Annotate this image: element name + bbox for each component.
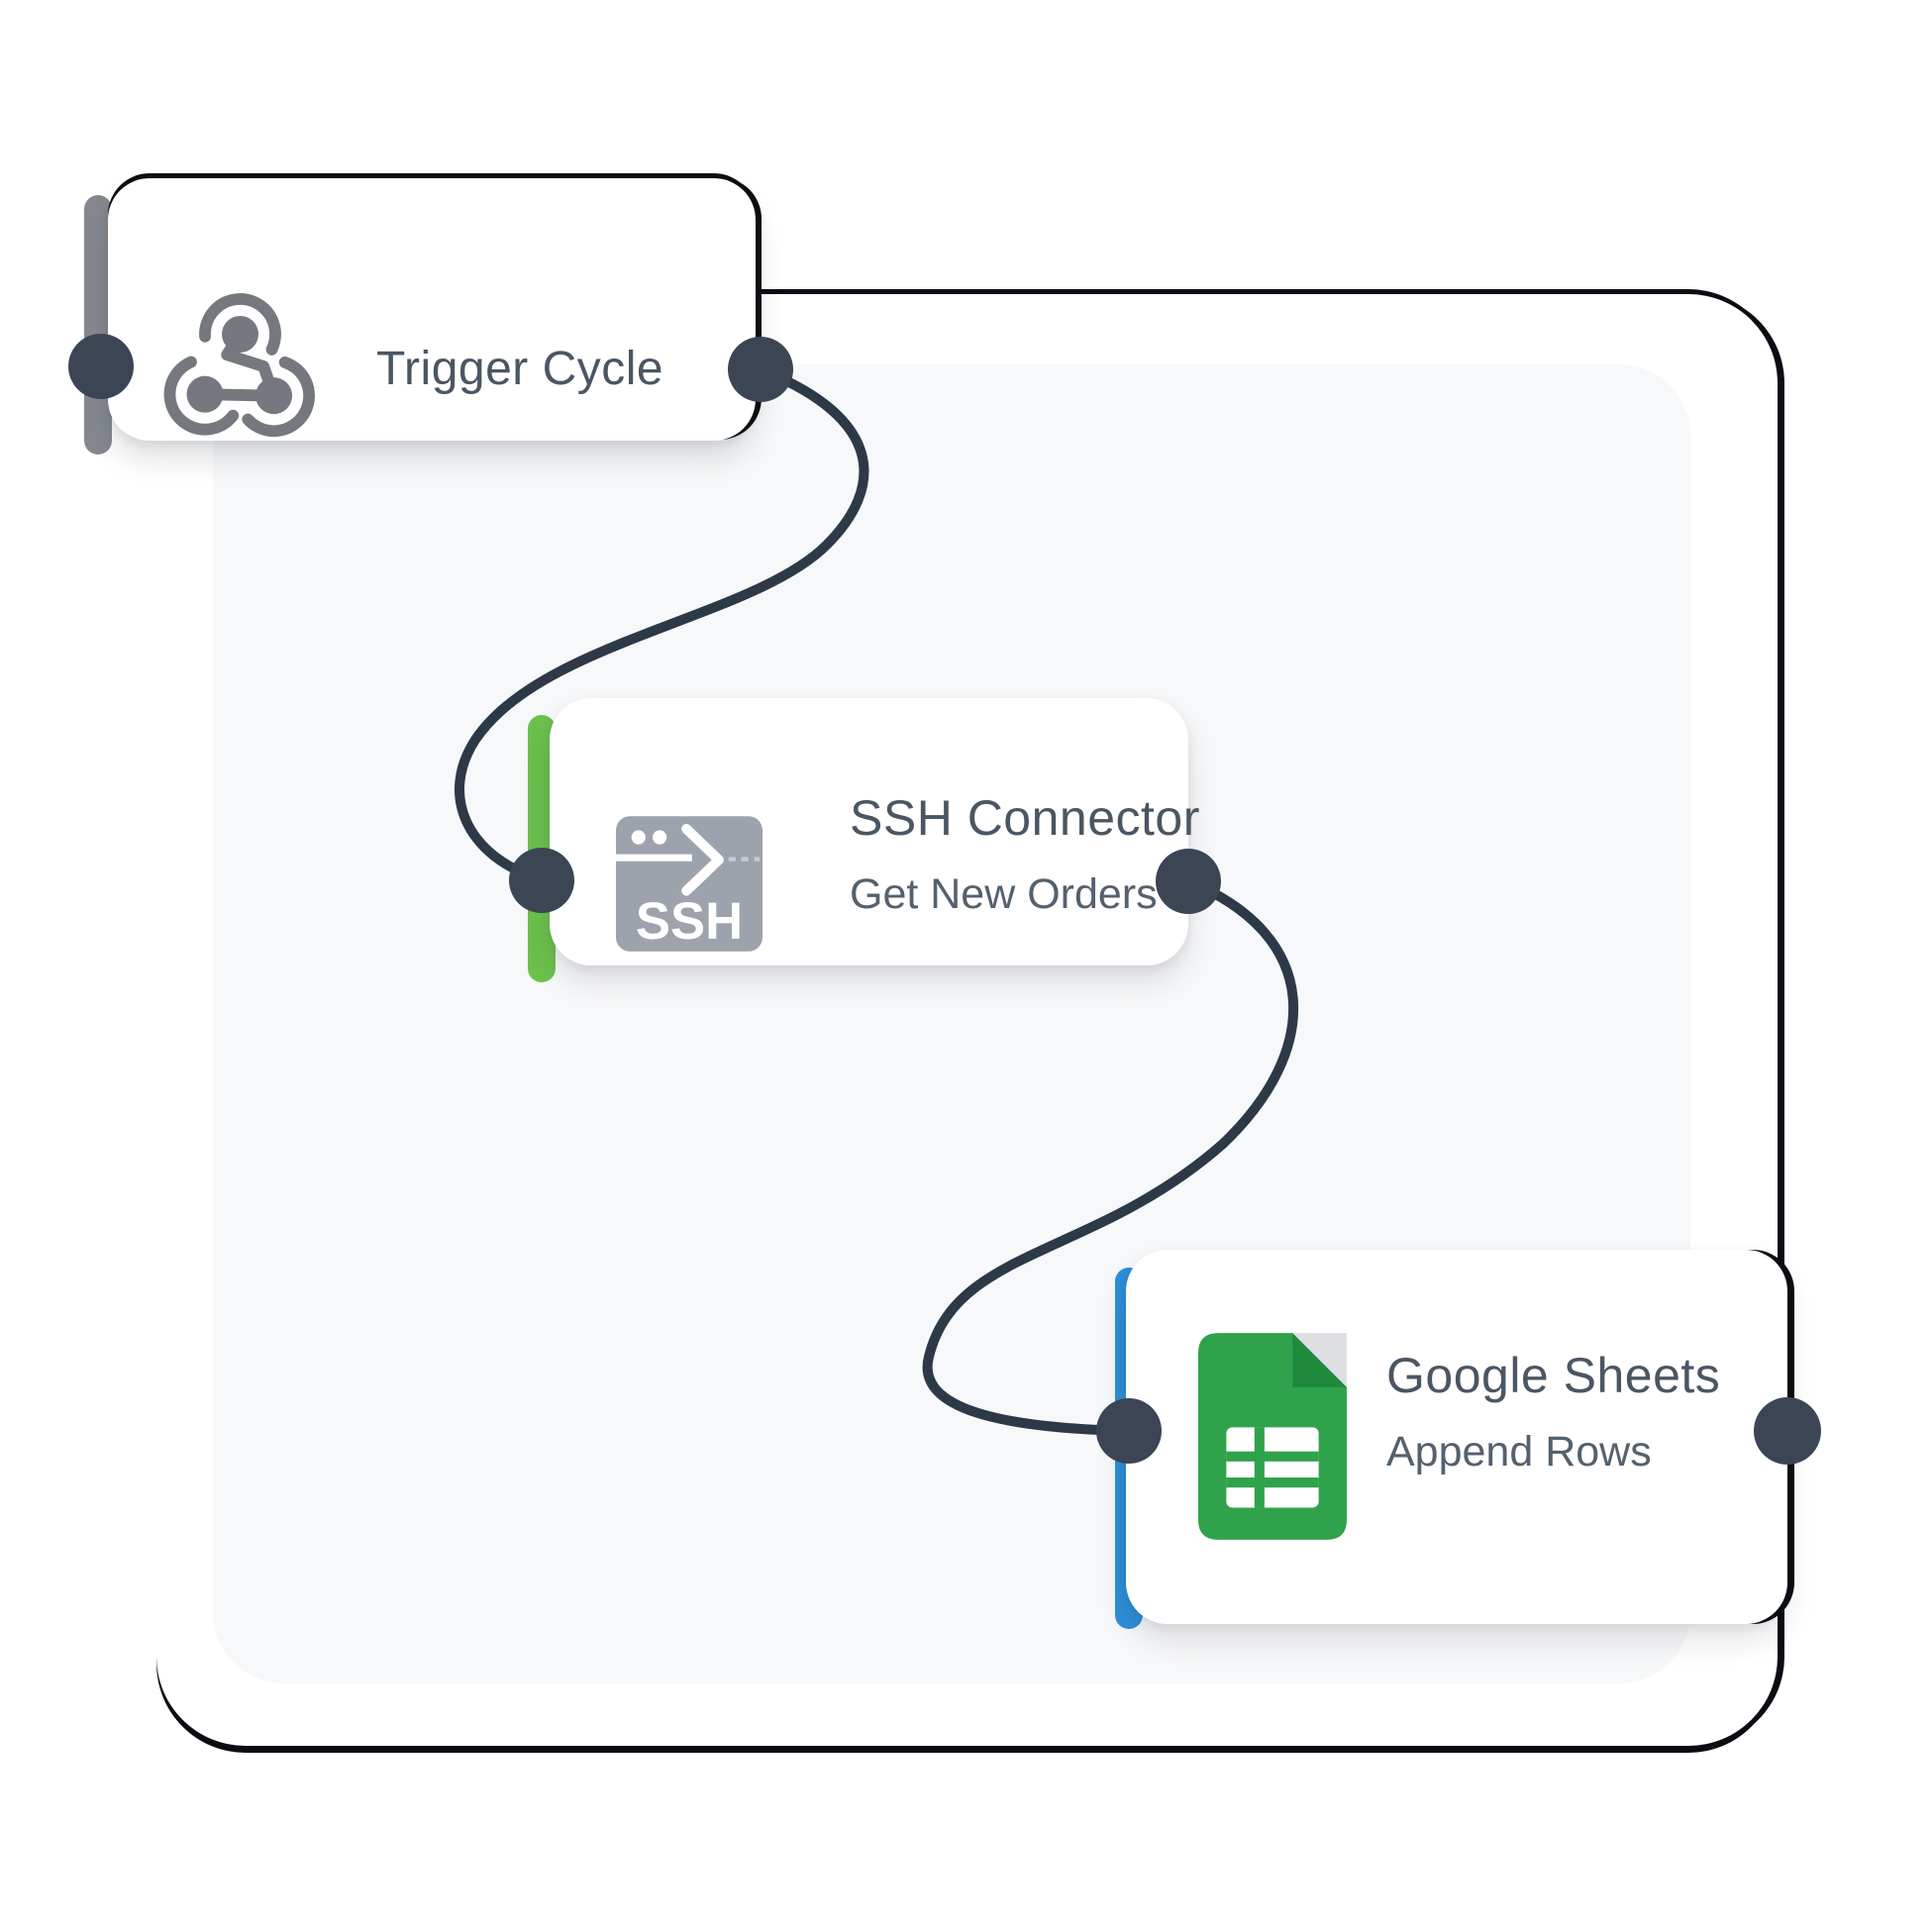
node-card-trigger-cycle[interactable]: Trigger Cycle [108,178,756,441]
node-subtitle: Append Rows [1386,1428,1652,1476]
node-title: SSH Connector [850,789,1200,846]
connector-dot-trigger-output[interactable] [728,337,793,402]
node-title: Trigger Cycle [376,342,664,395]
accent-bar-trigger [84,195,112,455]
node-title: Google Sheets [1386,1348,1721,1404]
google-sheets-icon [1198,1332,1347,1540]
connector-dot-ssh-input[interactable] [509,848,574,913]
node-card-ssh-connector[interactable]: SSH SSH Connector Get New Orders [550,698,1199,966]
ssh-terminal-icon: SSH [616,816,763,952]
webhook-icon [163,292,315,443]
connector-dot-trigger-input[interactable] [68,334,134,399]
node-subtitle: Get New Orders [850,869,1158,918]
connector-dot-sheets-input[interactable] [1096,1398,1162,1464]
node-card-google-sheets[interactable]: Google Sheets Append Rows [1126,1250,1787,1624]
connector-dot-ssh-output[interactable] [1156,849,1221,914]
svg-text:SSH: SSH [636,892,743,951]
connector-dot-sheets-output[interactable] [1754,1397,1821,1465]
